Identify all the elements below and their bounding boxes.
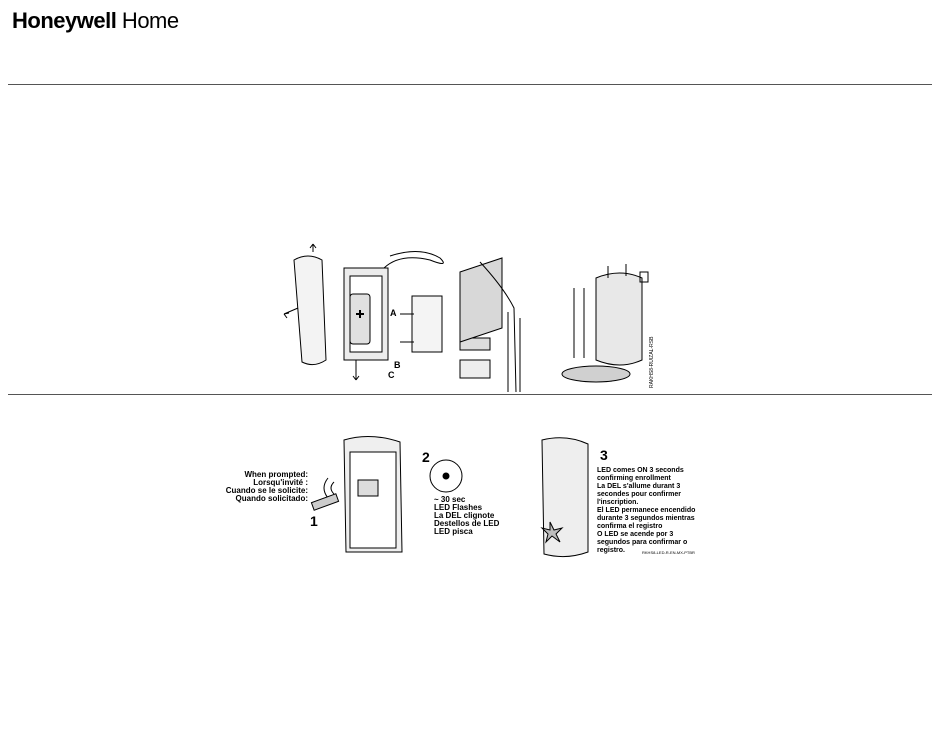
step1-number: 1 — [310, 513, 318, 529]
installation-illustration: A B C RAKHS8-RUIZAL-RSB — [283, 243, 655, 393]
brand-name-regular: Home — [116, 8, 179, 33]
sensor-wire — [383, 251, 444, 269]
signal-waves-icon — [323, 477, 335, 499]
step3-line-6: El LED permanece encendido — [597, 507, 695, 514]
mounting-bracket — [411, 295, 443, 353]
step3-line-9: O LED se acende por 3 — [597, 531, 673, 538]
step2-line-4: Destellos de LED — [434, 519, 500, 528]
step2-line-5: LED pisca — [434, 527, 473, 536]
enroll-tool — [310, 493, 340, 511]
arrow-down-icon — [352, 360, 360, 381]
enrollment-illustration: 1 When prompted: Lorsqu'invité : Cuando … — [226, 436, 695, 558]
sensor-closed-device — [541, 437, 589, 558]
step3-line-10: segundos para confirmar o — [597, 539, 687, 546]
step3-line-4: secondes pour confirmer — [597, 491, 681, 498]
step3-line-11: registro. — [597, 547, 625, 554]
led-on-burst-icon — [540, 521, 564, 544]
callout-a: A — [390, 308, 397, 318]
top-divider — [8, 84, 932, 85]
callout-c: C — [388, 370, 395, 380]
step3-line-8: confirma el registro — [597, 523, 662, 530]
step1-line-1: When prompted: — [244, 470, 308, 479]
step3-number: 3 — [600, 447, 608, 463]
step3-line-7: durante 3 segundos mientras — [597, 515, 695, 522]
step3-line-3: La DEL s'allume durant 3 — [597, 483, 680, 490]
floor-puddle — [561, 365, 631, 383]
step2-number: 2 — [422, 449, 430, 465]
step1-line-4: Quando solicitado: — [236, 494, 308, 503]
step1-line-2: Lorsqu'invité : — [253, 478, 308, 487]
callout-b: B — [394, 360, 401, 370]
step2-line-3: La DEL clignote — [434, 511, 495, 520]
screw-up-arrow-icon — [309, 243, 317, 252]
water-heater — [595, 272, 643, 366]
enroll-doc-code: RKHS8-LED-R-EN-MX-PTBR — [642, 550, 695, 555]
wall-panel — [459, 257, 503, 343]
middle-divider — [8, 394, 932, 395]
step2-line-1: ~ 30 sec — [434, 495, 466, 504]
battery — [349, 293, 371, 345]
brand-logo: Honeywell Home — [12, 8, 179, 34]
install-doc-code: RAKHS8-RUIZAL-RSB — [649, 336, 655, 388]
step3-line-2: confirming enrollment — [597, 475, 672, 482]
step3-line-1: LED comes ON 3 seconds — [597, 467, 684, 474]
brand-name-bold: Honeywell — [12, 8, 117, 33]
step2-line-2: LED Flashes — [434, 503, 483, 512]
step3-line-5: l'inscription. — [597, 499, 638, 506]
step1-line-3: Cuando se le solicite: — [226, 486, 308, 495]
sensor-cover — [293, 255, 327, 366]
arrow-remove-icon — [283, 307, 299, 319]
